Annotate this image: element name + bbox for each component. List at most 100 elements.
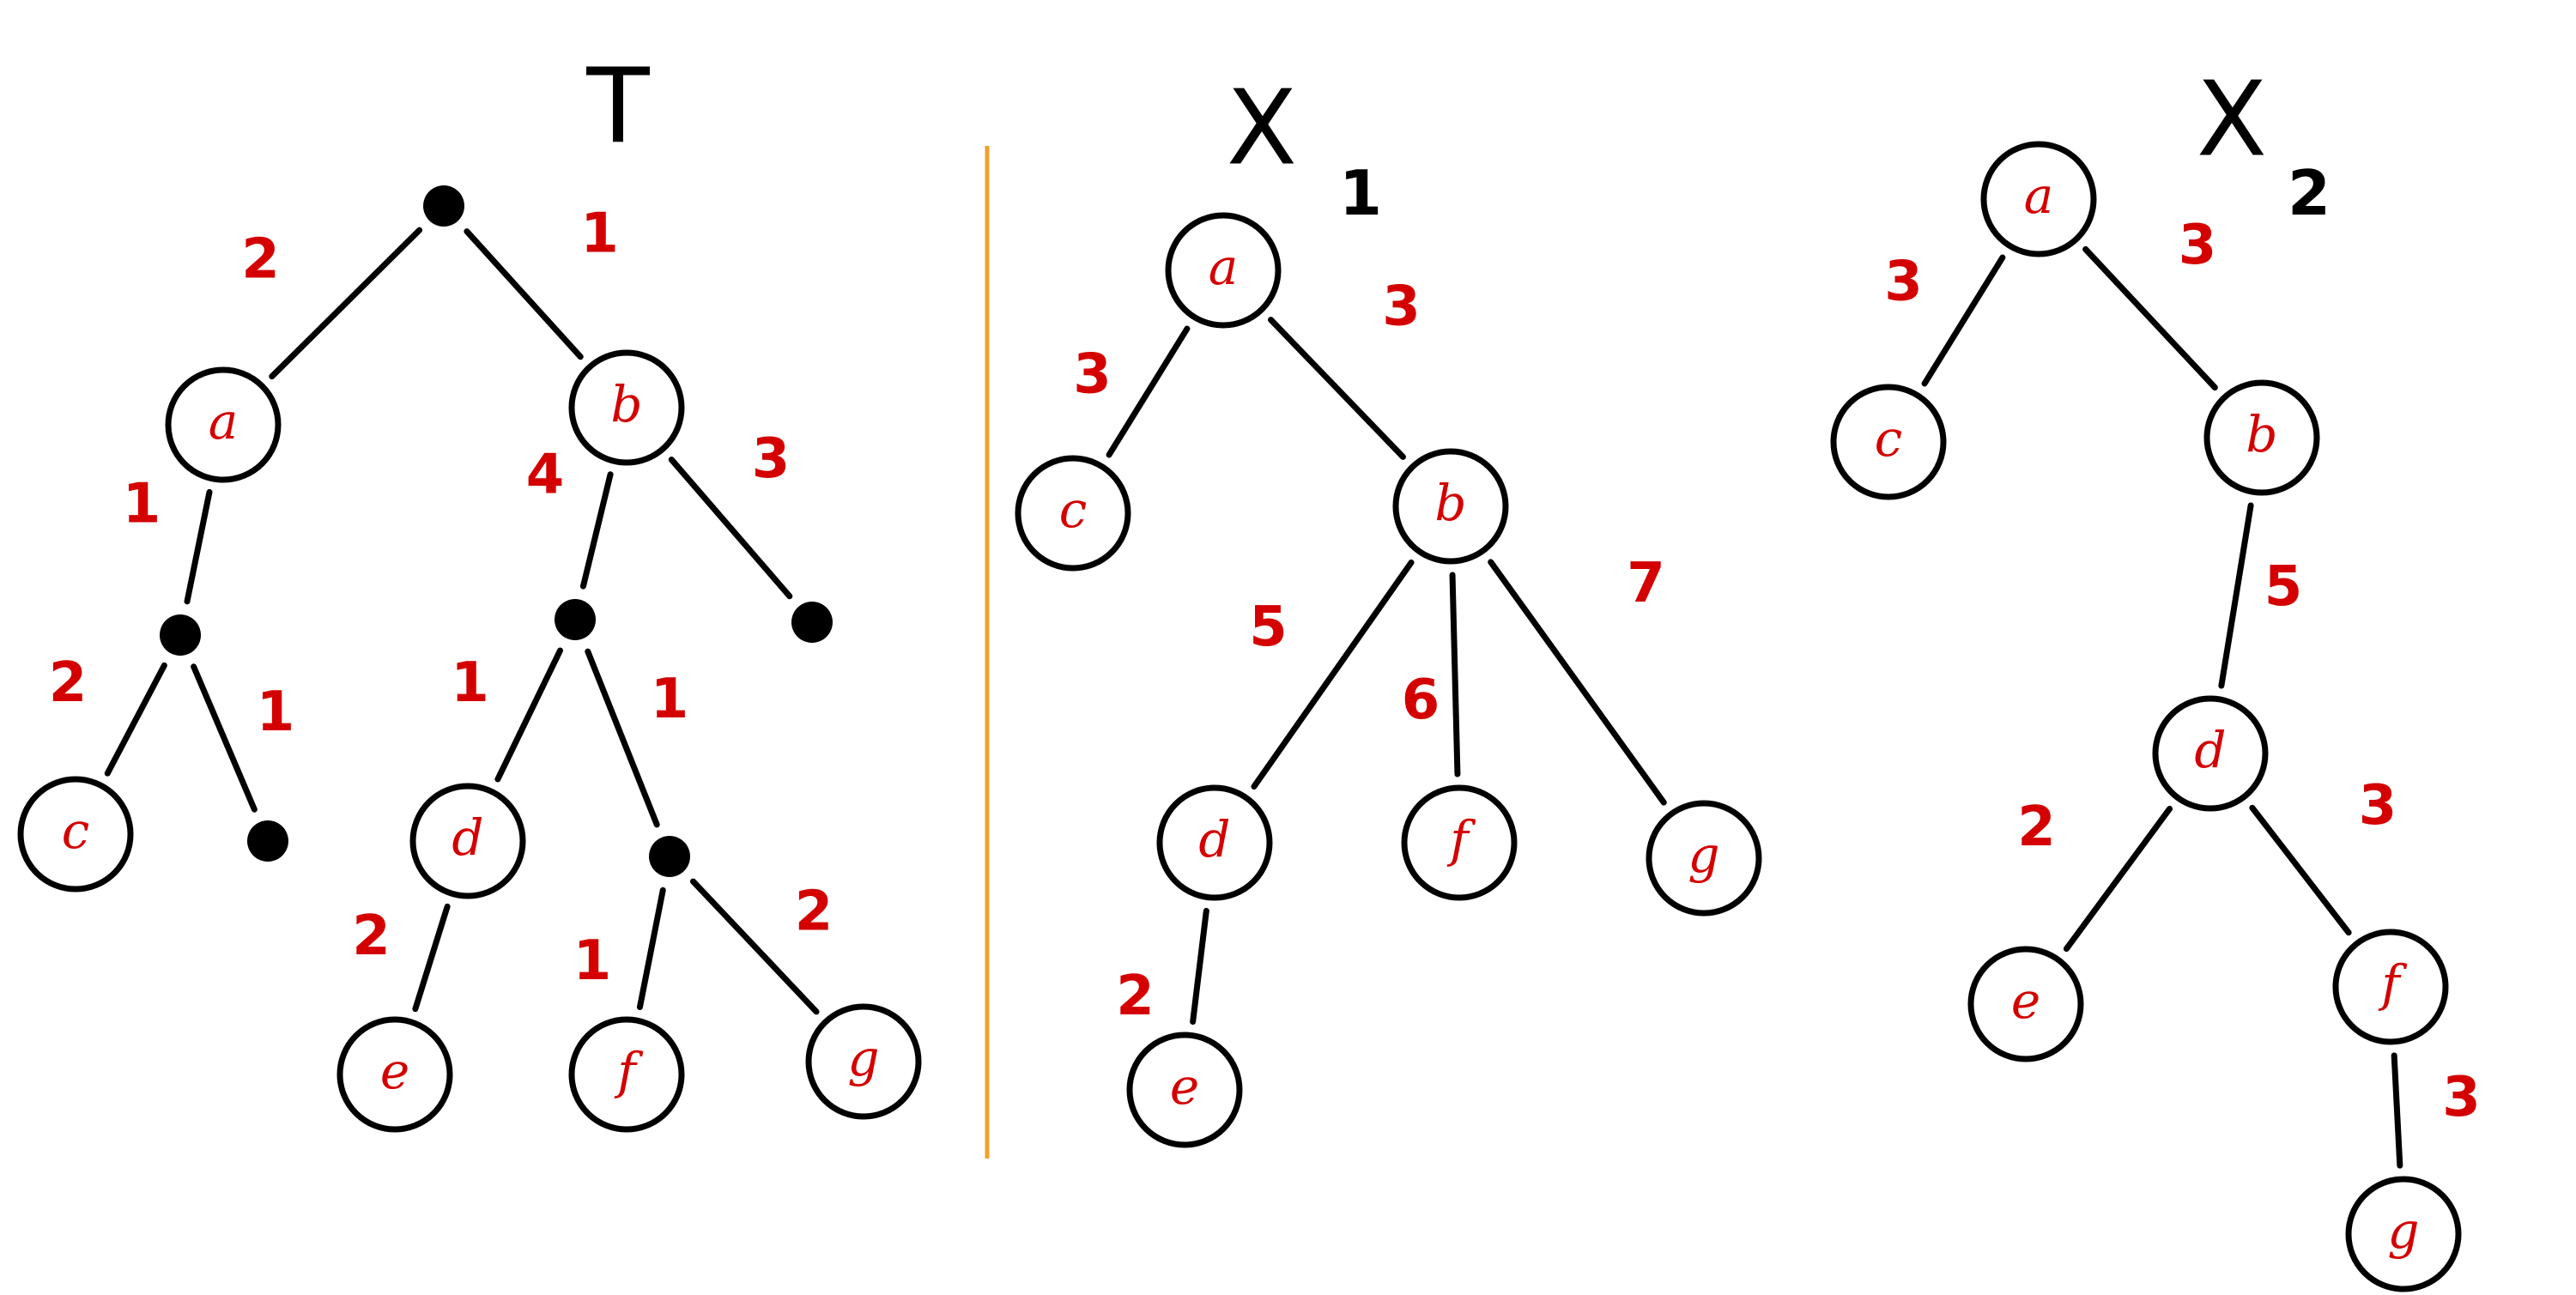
- internal-node-dot: [247, 820, 288, 862]
- edge-weight-label: 5: [2264, 555, 2303, 619]
- tree-edge: [2391, 1052, 2403, 1169]
- tree-node-label: c: [1059, 481, 1087, 539]
- edge-weight-label: 2: [49, 651, 88, 715]
- tree-edge: [1268, 317, 1406, 460]
- tree-edge: [464, 228, 584, 360]
- edge-weight-label: 6: [1402, 669, 1440, 732]
- tree-node-label: d: [452, 808, 483, 867]
- tree-node-label: g: [2387, 1201, 2419, 1260]
- edge-weight-label: 5: [1249, 596, 1288, 659]
- tree-node-circle: [1165, 212, 1282, 329]
- tree-node-circle: [1980, 141, 2097, 257]
- tree-node-label: g: [847, 1029, 879, 1087]
- tree-title-subscript: 1: [1339, 157, 1382, 229]
- tree-node-label: b: [610, 375, 642, 433]
- tree-node-label: a: [209, 392, 239, 451]
- edge-weight-label: 3: [752, 427, 791, 491]
- internal-node-dot: [555, 599, 596, 640]
- tree-node-circle: [409, 783, 526, 899]
- tree-edge: [269, 227, 423, 380]
- tree-node-label: a: [2024, 166, 2054, 225]
- tree-edge: [585, 648, 660, 828]
- tree-node-circle: [1156, 784, 1273, 901]
- tree-node-label: g: [1688, 826, 1719, 884]
- tree-edge: [191, 663, 258, 813]
- tree-edge: [689, 878, 820, 1015]
- tree-node-circle: [1392, 448, 1509, 565]
- tree-edge: [1921, 254, 2006, 387]
- internal-node-dot: [649, 836, 690, 877]
- tree-edge: [2218, 502, 2254, 689]
- edge-weight-label: 2: [1116, 965, 1155, 1028]
- tree-node-circle: [568, 1016, 685, 1133]
- edge-weight-label: 2: [352, 905, 391, 968]
- tree-node-label: e: [2011, 971, 2040, 1030]
- tree-node-circle: [2152, 695, 2269, 812]
- edge-weight-label: 3: [1382, 275, 1421, 339]
- tree-node-circle: [2332, 929, 2449, 1045]
- tree-edge: [579, 471, 614, 590]
- edge-weight-label: 2: [241, 228, 280, 292]
- tree-node-label: a: [1209, 238, 1239, 296]
- tree-node-label: b: [2246, 405, 2277, 463]
- tree-node-circle: [568, 349, 685, 466]
- edge-weight-label: 3: [2442, 1066, 2481, 1129]
- tree-node-circle: [336, 1016, 453, 1133]
- tree-node-circle: [1830, 384, 1947, 500]
- edge-weight-label: 7: [1627, 552, 1665, 615]
- tree-edge: [1190, 907, 1209, 1026]
- tree-node-circle: [1401, 784, 1518, 901]
- edge-weight-label: 1: [651, 668, 689, 731]
- tree-node-label: d: [1198, 810, 1230, 868]
- tree-title-subscript: 2: [2288, 157, 2331, 229]
- tree-edge: [2249, 804, 2352, 936]
- tree-node-label: b: [1434, 474, 1466, 532]
- tree-node-circle: [17, 776, 134, 893]
- tree-node-circle: [1126, 1032, 1243, 1148]
- tree-edge: [2063, 805, 2173, 953]
- edge-weight-label: 1: [451, 651, 489, 715]
- edge-weight-label: 1: [123, 473, 161, 536]
- internal-node-dot: [423, 185, 464, 227]
- edge-weight-label: 3: [2179, 214, 2217, 277]
- edge-weight-label: 1: [573, 929, 612, 993]
- tree-node-circle: [1967, 946, 2084, 1062]
- tree-edge: [104, 662, 167, 777]
- tree-node-label: e: [380, 1042, 409, 1100]
- tree-edge: [1449, 572, 1461, 778]
- tree-node-circle: [2345, 1176, 2462, 1292]
- tree-node-label: d: [2194, 721, 2226, 779]
- edge-weight-label: 2: [795, 880, 833, 944]
- internal-node-dot: [160, 614, 201, 656]
- tree-node-label: c: [1875, 409, 1902, 468]
- tree-title: X: [2197, 61, 2267, 180]
- tree-node-circle: [805, 1003, 922, 1120]
- edge-weight-label: 1: [580, 203, 619, 266]
- edge-weight-label: 1: [257, 681, 295, 744]
- tree-node-circle: [1646, 800, 1762, 917]
- tree-edge: [1488, 559, 1667, 806]
- tree-edge: [184, 488, 213, 605]
- tree-edge: [2082, 245, 2218, 391]
- edge-weight-label: 2: [2017, 796, 2056, 859]
- tree-node-circle: [2203, 379, 2320, 496]
- tree-title: T: [585, 48, 650, 167]
- tree-node-circle: [165, 366, 282, 483]
- tree-edge: [1106, 325, 1191, 458]
- tree-edge: [668, 457, 793, 600]
- tree-edge: [412, 903, 451, 1013]
- tree-node-label: e: [1170, 1057, 1199, 1116]
- edge-weight-label: 4: [526, 444, 565, 507]
- tree-title: X: [1227, 70, 1297, 189]
- tree-node-circle: [1015, 455, 1131, 572]
- edge-weight-label: 3: [2359, 774, 2397, 838]
- tree-edge: [1251, 559, 1415, 790]
- edge-weight-label: 3: [1073, 343, 1112, 407]
- tree-edge: [494, 647, 564, 783]
- tree-edge: [636, 887, 666, 1011]
- edge-weight-label: 3: [1884, 251, 1923, 314]
